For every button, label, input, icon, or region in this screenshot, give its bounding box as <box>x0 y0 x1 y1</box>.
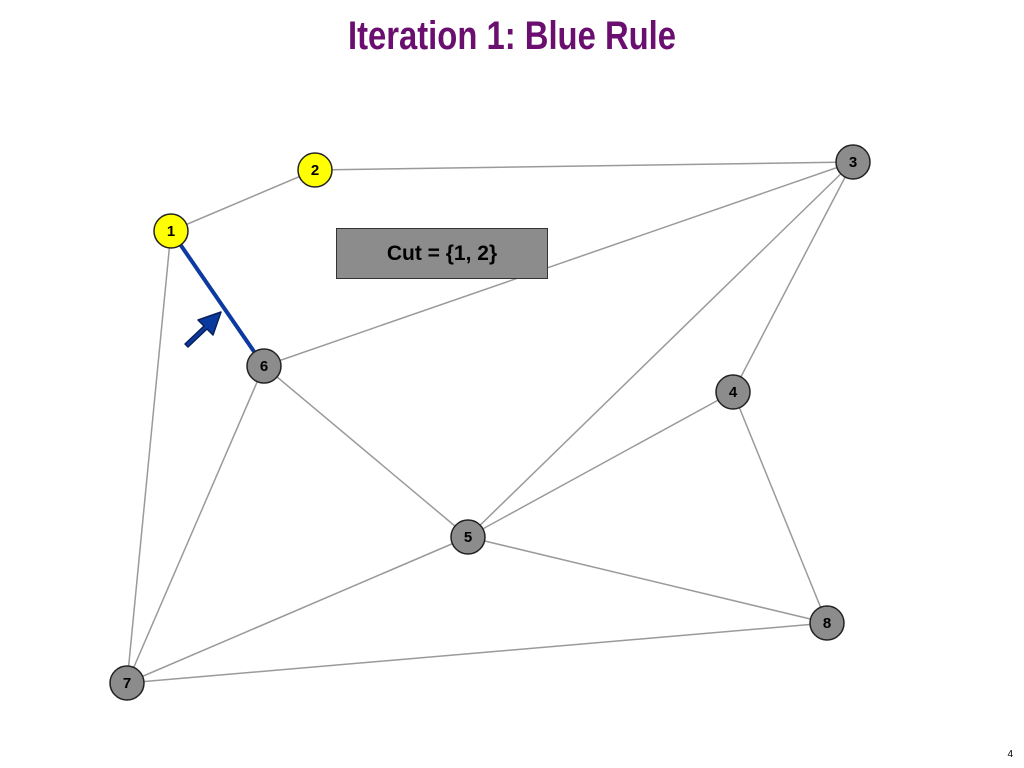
node-label: 1 <box>167 223 175 240</box>
edge-3-4 <box>732 161 854 393</box>
node-circle <box>153 213 189 249</box>
edge-6-5 <box>263 365 469 538</box>
node-circle <box>809 605 845 641</box>
node-label: 3 <box>849 154 857 171</box>
edge-1-7 <box>126 230 172 684</box>
node-label: 7 <box>123 675 131 692</box>
node-7: 7 <box>109 665 145 701</box>
node-2: 2 <box>297 152 333 188</box>
node-8: 8 <box>809 605 845 641</box>
node-label: 6 <box>260 358 268 375</box>
node-1: 1 <box>153 213 189 249</box>
edges-layer <box>126 161 854 684</box>
page-number: 4 <box>1007 749 1013 760</box>
node-5: 5 <box>450 519 486 555</box>
node-circle <box>715 374 751 410</box>
node-circle <box>246 348 282 384</box>
arrow-layer <box>184 311 222 348</box>
edge-2-3 <box>314 161 854 171</box>
node-circle <box>835 144 871 180</box>
edge-4-8 <box>732 391 828 624</box>
edge-5-8 <box>467 536 828 624</box>
edge-3-5 <box>467 161 854 538</box>
edge-6-3 <box>263 161 854 367</box>
cut-label-box: Cut = {1, 2} <box>336 228 548 279</box>
node-label: 2 <box>311 162 319 179</box>
node-circle <box>450 519 486 555</box>
node-label: 8 <box>823 615 831 632</box>
nodes-layer: 1 2 3 4 5 6 7 8 <box>109 144 871 701</box>
node-4: 4 <box>715 374 751 410</box>
node-label: 4 <box>729 384 738 401</box>
highlighted-edge-1-6 <box>169 229 266 368</box>
edge-6-7 <box>126 365 265 684</box>
edge-4-5 <box>467 391 734 538</box>
node-circle <box>109 665 145 701</box>
pointer-arrow-icon <box>184 311 222 348</box>
node-circle <box>297 152 333 188</box>
node-label: 5 <box>464 529 472 546</box>
edge-5-7 <box>126 536 469 684</box>
node-6: 6 <box>246 348 282 384</box>
edge-7-8 <box>126 622 828 684</box>
slide-title: Iteration 1: Blue Rule <box>347 14 677 58</box>
edge-1-2 <box>170 169 316 232</box>
node-3: 3 <box>835 144 871 180</box>
